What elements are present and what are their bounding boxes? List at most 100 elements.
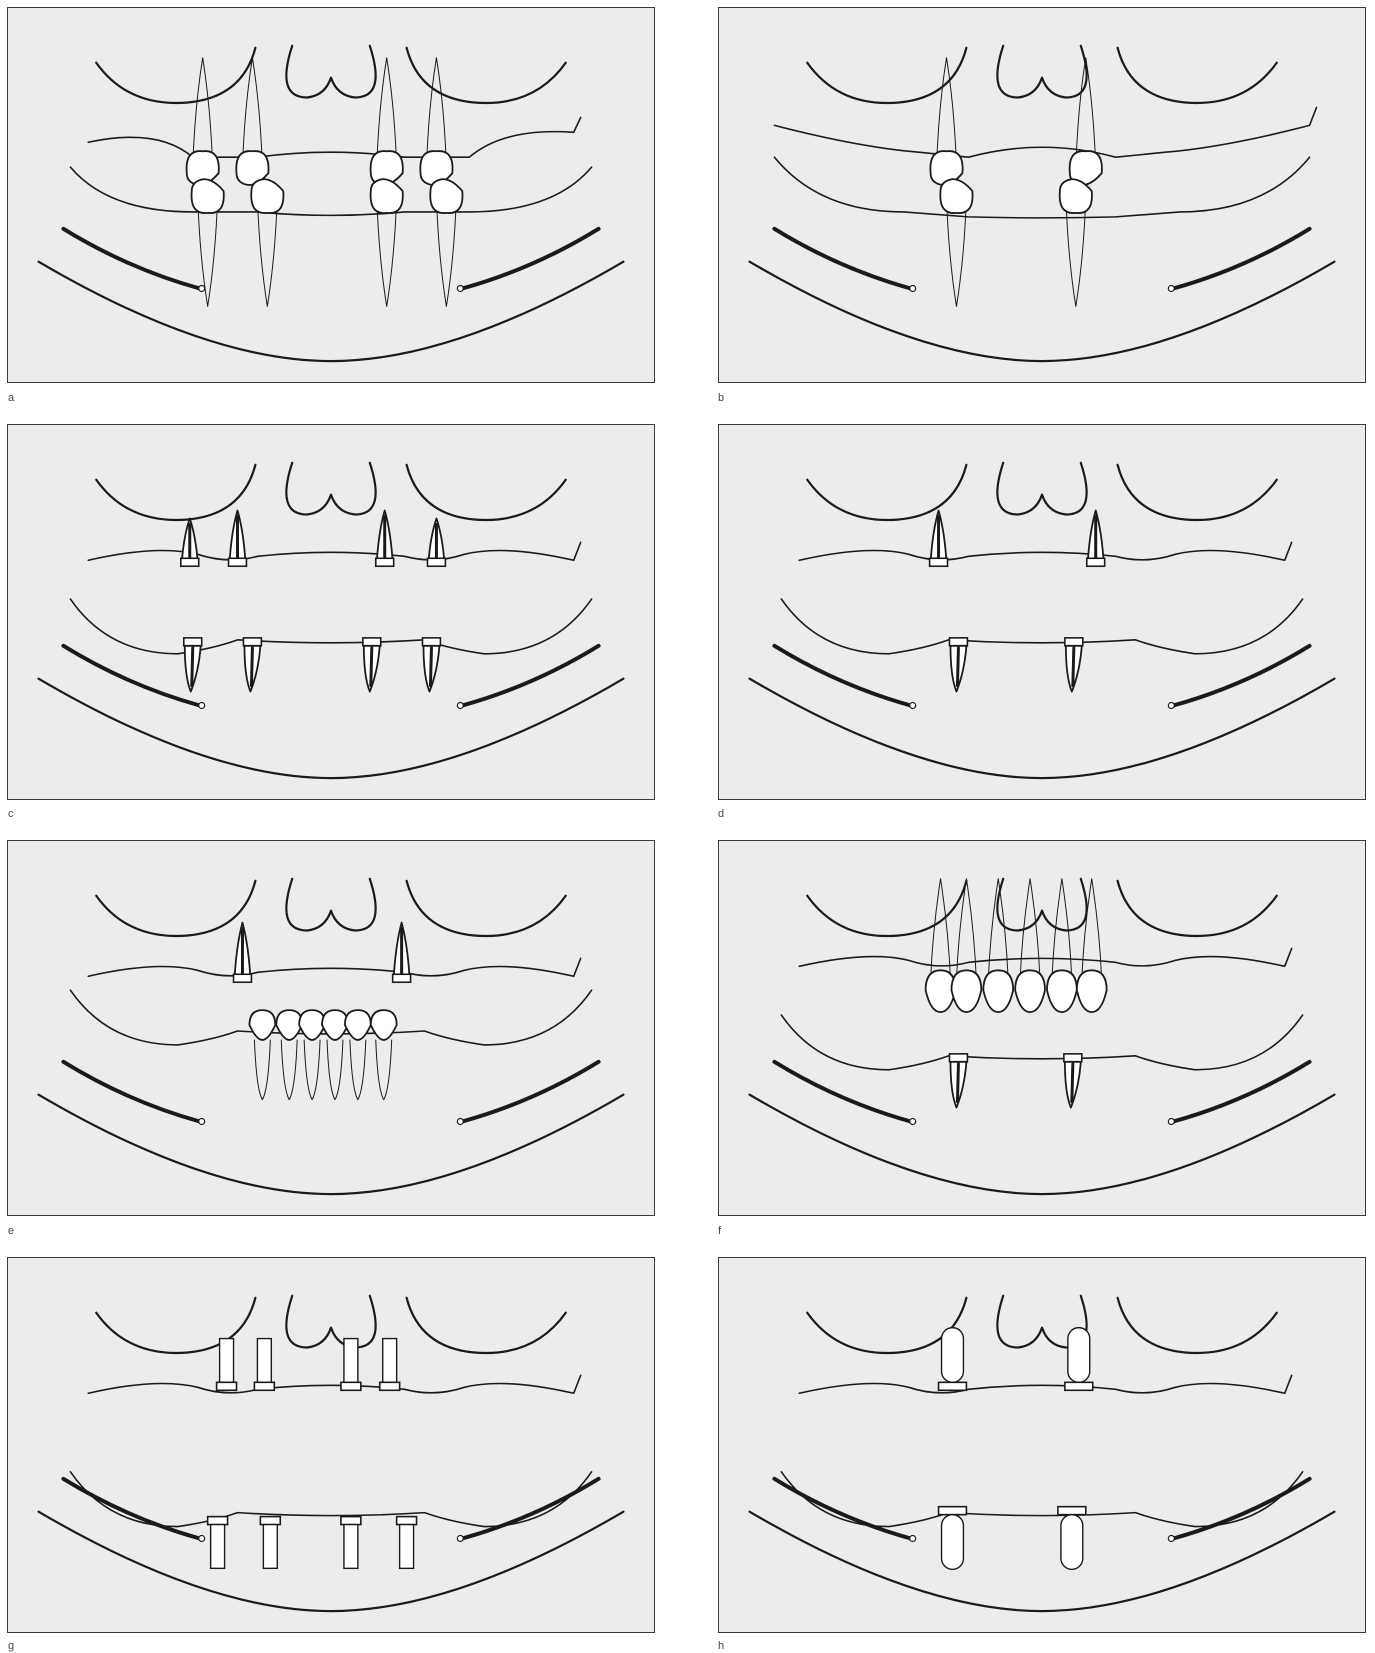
upper-root-abutment-1-coping [181, 558, 199, 566]
upper-anterior-tooth-crown-5 [1047, 970, 1077, 1012]
mental-foramen-left [199, 703, 205, 709]
nasal-cavity-outline [997, 879, 1086, 931]
nasal-cavity-outline [286, 1296, 375, 1348]
lower-root-abutment-2-coping [1064, 1054, 1082, 1062]
lower-tooth-3-crown [371, 179, 403, 213]
panel-a [7, 7, 655, 383]
lower-implant-1-collar [208, 1517, 228, 1525]
lower-anterior-tooth-crown-1 [249, 1010, 275, 1040]
lower-tooth-2-crown [251, 179, 283, 213]
mental-foramen-right [1168, 286, 1174, 292]
sinus-right-outline [1118, 1298, 1277, 1353]
panel-f-drawing [719, 841, 1365, 1215]
lower-anterior-tooth-root-4 [327, 1040, 343, 1100]
panel-g-label: g [8, 1640, 14, 1652]
sinus-right-outline [407, 465, 566, 520]
lower-implant-4 [400, 1525, 414, 1569]
upper-implant-2 [257, 1339, 271, 1383]
mental-foramen-right [457, 286, 463, 292]
sinus-left-outline [96, 48, 255, 103]
mandible-outline [750, 1512, 1335, 1611]
lower-root-abutment-2-canal [1072, 1064, 1073, 1102]
sinus-left-outline [807, 48, 966, 103]
sinus-right-outline [1118, 465, 1277, 520]
mental-foramen-left [910, 703, 916, 709]
mandibular-ridge [781, 1472, 1302, 1527]
lower-anterior-tooth-crown-6 [371, 1010, 397, 1040]
mandible-outline [39, 1512, 624, 1611]
lower-root-abutment-4-coping [423, 638, 441, 646]
upper-implant-2-collar [1065, 1382, 1093, 1390]
maxillary-ridge [88, 958, 580, 976]
panel-f-label: f [718, 1225, 721, 1237]
mandibular-ridge [70, 1472, 591, 1527]
upper-root-abutment-4-coping [427, 558, 445, 566]
lower-root-abutment-4-canal [430, 648, 431, 686]
panel-b-drawing [719, 8, 1365, 382]
lower-anterior-tooth-root-1 [254, 1040, 270, 1100]
sinus-right-outline [407, 48, 566, 103]
lower-anterior-tooth-root-6 [376, 1040, 392, 1100]
lower-implant-2 [1061, 1515, 1083, 1570]
upper-implant-3-collar [341, 1382, 361, 1390]
upper-root-abutment-2-coping [229, 558, 247, 566]
mental-foramen-left [199, 1536, 205, 1542]
upper-implant-1 [220, 1339, 234, 1383]
panel-d [718, 424, 1366, 800]
panel-a-label: a [8, 392, 14, 404]
mandibular-canal-right [1173, 646, 1309, 706]
mandibular-canal-left [63, 229, 199, 289]
upper-implant-1-collar [217, 1382, 237, 1390]
maxillary-ridge [88, 117, 580, 157]
upper-root-abutment-3-coping [376, 558, 394, 566]
mandibular-canal-left [63, 1062, 199, 1122]
lower-implant-2-collar [260, 1517, 280, 1525]
mandibular-canal-right [462, 646, 598, 706]
lower-root-abutment-3-canal [371, 648, 372, 686]
maxillary-ridge [799, 948, 1291, 966]
lower-anterior-tooth-root-3 [304, 1040, 320, 1100]
upper-root-abutment-2-coping [1087, 558, 1105, 566]
panel-e-drawing [8, 841, 654, 1215]
panel-b [718, 7, 1366, 383]
mandibular-canal-right [462, 229, 598, 289]
upper-root-abutment-1-coping [234, 974, 252, 982]
panel-d-drawing [719, 425, 1365, 799]
mandible-outline [39, 1095, 624, 1194]
maxillary-ridge [88, 1375, 580, 1393]
mental-foramen-right [457, 1119, 463, 1125]
panel-b-label: b [718, 392, 724, 404]
lower-implant-2-collar [1058, 1507, 1086, 1515]
upper-root-abutment-2-coping [393, 974, 411, 982]
mandibular-ridge [781, 599, 1302, 654]
mental-foramen-left [199, 286, 205, 292]
lower-root-abutment-1-canal [957, 1064, 958, 1102]
lower-root-abutment-2-canal [251, 648, 252, 686]
lower-implant-2 [263, 1525, 277, 1569]
panel-e-label: e [8, 1225, 14, 1237]
mandibular-canal-left [63, 646, 199, 706]
lower-tooth-4-crown [430, 179, 462, 213]
upper-root-abutment-1-coping [930, 558, 948, 566]
sinus-right-outline [407, 881, 566, 936]
mandibular-canal-right [1173, 1062, 1309, 1122]
mental-foramen-right [1168, 703, 1174, 709]
panel-a-drawing [8, 8, 654, 382]
upper-anterior-tooth-crown-3 [983, 970, 1013, 1012]
lower-root-abutment-2-canal [1073, 648, 1074, 686]
upper-anterior-tooth-crown-2 [951, 970, 981, 1012]
nasal-cavity-outline [286, 879, 375, 931]
lower-root-abutment-1-canal [192, 648, 193, 686]
mandibular-ridge [774, 157, 1309, 218]
mandibular-canal-left [774, 229, 910, 289]
mandibular-canal-left [774, 646, 910, 706]
lower-anterior-tooth-root-2 [281, 1040, 297, 1100]
panel-f [718, 840, 1366, 1216]
lower-implant-3-collar [341, 1517, 361, 1525]
panel-h [718, 1257, 1366, 1633]
lower-anterior-tooth-crown-5 [345, 1010, 371, 1040]
maxillary-ridge [774, 107, 1316, 157]
sinus-right-outline [407, 1298, 566, 1353]
panel-h-drawing [719, 1258, 1365, 1632]
upper-implant-4-collar [380, 1382, 400, 1390]
